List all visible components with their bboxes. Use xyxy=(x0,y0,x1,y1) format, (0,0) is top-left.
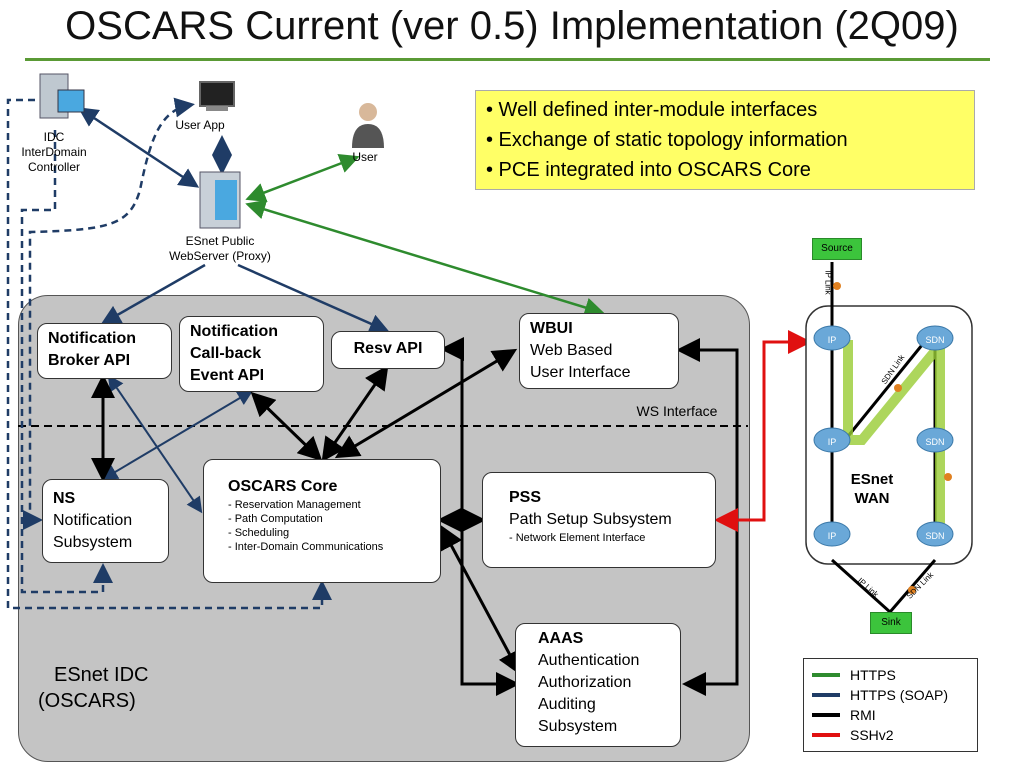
resv-aaas-link xyxy=(440,337,520,696)
callback-core-link xyxy=(250,391,323,462)
title-divider xyxy=(25,58,990,61)
legend-item-https-soap: HTTPS (SOAP) xyxy=(812,685,969,705)
source-node: Source xyxy=(812,238,862,260)
page-title: OSCARS Current (ver 0.5) Implementation … xyxy=(65,4,959,48)
router-label: IP xyxy=(827,335,837,345)
router-label: SDN xyxy=(925,531,945,541)
user-label: User xyxy=(352,150,378,164)
oscars-core-box: OSCARS Core - Reservation Management - P… xyxy=(203,459,441,583)
legend-item-rmi: RMI xyxy=(812,705,969,725)
esnet-idc-label: ESnet IDC(OSCARS) xyxy=(38,664,149,712)
aaas-box: AAAS Authentication Authorization Auditi… xyxy=(515,623,681,747)
webserver-wbui-link xyxy=(245,199,605,318)
link-label: IP Link xyxy=(823,270,833,295)
ws-interface-label: WS Interface xyxy=(636,403,718,419)
server-icon xyxy=(199,171,241,229)
key-points-callout: • Well defined inter-module interfaces •… xyxy=(475,90,975,190)
legend-item-https: HTTPS xyxy=(812,665,969,685)
sink-node: Sink xyxy=(870,612,912,634)
idc-core-dashed xyxy=(6,98,332,610)
userapp-ns-dashed xyxy=(23,97,195,530)
router-icons xyxy=(813,325,954,547)
legend: HTTPS HTTPS (SOAP) RMI SSHv2 xyxy=(803,658,978,752)
terminal-icon xyxy=(199,81,235,111)
user-webserver-link xyxy=(245,153,360,203)
resv-core-link xyxy=(321,365,389,462)
user-icon xyxy=(352,103,384,148)
user-app-label: User App xyxy=(175,118,225,132)
router-label: SDN xyxy=(925,335,945,345)
pss-wan-link xyxy=(714,330,812,532)
server-icon xyxy=(39,73,85,119)
router-label: IP xyxy=(827,437,837,447)
legend-item-sshv2: SSHv2 xyxy=(812,725,969,745)
resv-api-box: Resv API xyxy=(331,331,445,369)
router-label: IP xyxy=(827,531,837,541)
webserver-broker-link xyxy=(100,263,206,325)
router-label: SDN xyxy=(925,437,945,447)
sdn-path xyxy=(843,331,945,540)
link-markers xyxy=(833,282,952,594)
